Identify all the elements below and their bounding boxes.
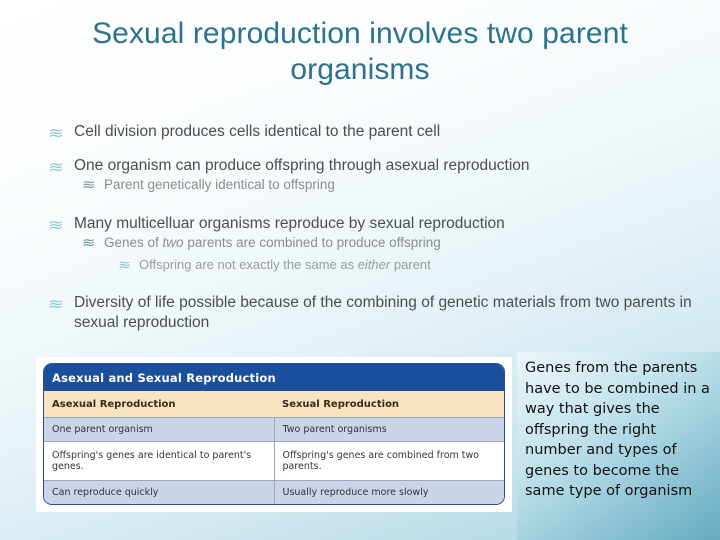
list-item: ≋ One organism can produce offspring thr… xyxy=(34,156,694,176)
list-item-label: One organism can produce offspring throu… xyxy=(74,157,530,174)
comparison-table-image: Asexual and Sexual Reproduction Asexual … xyxy=(36,357,512,512)
table-cell: Offspring's genes are identical to paren… xyxy=(44,441,275,482)
table-row: One parent organism Two parent organisms xyxy=(44,417,504,443)
column-header-sexual: Sexual Reproduction xyxy=(274,391,504,418)
list-item-label: Diversity of life possible because of th… xyxy=(74,294,692,331)
comparison-table: Asexual and Sexual Reproduction Asexual … xyxy=(44,364,504,504)
list-item: ≋ Cell division produces cells identical… xyxy=(34,122,694,142)
list-item-label: Genes of two parents are combined to pro… xyxy=(104,235,441,250)
list-item: ≋ Genes of two parents are combined to p… xyxy=(34,234,694,252)
table-cell: Can reproduce quickly xyxy=(44,480,275,504)
page-title: Sexual reproduction involves two parent … xyxy=(92,17,628,86)
list-item-label: Parent genetically identical to offsprin… xyxy=(104,177,335,192)
bullet-glyph-icon: ≋ xyxy=(48,124,64,142)
table-cell: Offspring's genes are combined from two … xyxy=(274,441,504,482)
bullet-glyph-icon: ≋ xyxy=(48,216,64,234)
list-item-label: Many multicelluar organisms reproduce by… xyxy=(74,215,505,232)
comparison-table-frame: Asexual and Sexual Reproduction Asexual … xyxy=(43,363,505,505)
table-cell: Two parent organisms xyxy=(274,417,504,443)
bullet-list: ≋ Cell division produces cells identical… xyxy=(34,122,694,347)
list-item: ≋ Many multicelluar organisms reproduce … xyxy=(34,214,694,234)
bullet-glyph-icon: ≋ xyxy=(48,295,64,313)
table-row: Can reproduce quickly Usually reproduce … xyxy=(44,480,504,504)
table-row: Offspring's genes are identical to paren… xyxy=(44,441,504,482)
note-textbox: Genes from the parents have to be combin… xyxy=(517,352,720,540)
table-cell: One parent organism xyxy=(44,417,275,443)
list-item: ≋ Diversity of life possible because of … xyxy=(34,293,694,333)
list-item: ≋ Offspring are not exactly the same as … xyxy=(34,256,694,273)
table-header-row: Asexual Reproduction Sexual Reproduction xyxy=(44,391,504,418)
list-item: ≋ Parent genetically identical to offspr… xyxy=(34,176,694,194)
table-cell: Usually reproduce more slowly xyxy=(274,480,504,504)
list-item-label: Offspring are not exactly the same as ei… xyxy=(139,257,431,272)
bullet-glyph-icon: ≋ xyxy=(118,257,132,272)
list-item-label: Cell division produces cells identical t… xyxy=(74,123,441,140)
table-caption-row: Asexual and Sexual Reproduction xyxy=(44,364,504,391)
table-caption: Asexual and Sexual Reproduction xyxy=(44,364,504,391)
column-header-asexual: Asexual Reproduction xyxy=(44,391,274,418)
bullet-glyph-icon: ≋ xyxy=(82,178,96,193)
bullet-glyph-icon: ≋ xyxy=(48,158,64,176)
bullet-glyph-icon: ≋ xyxy=(82,236,96,251)
